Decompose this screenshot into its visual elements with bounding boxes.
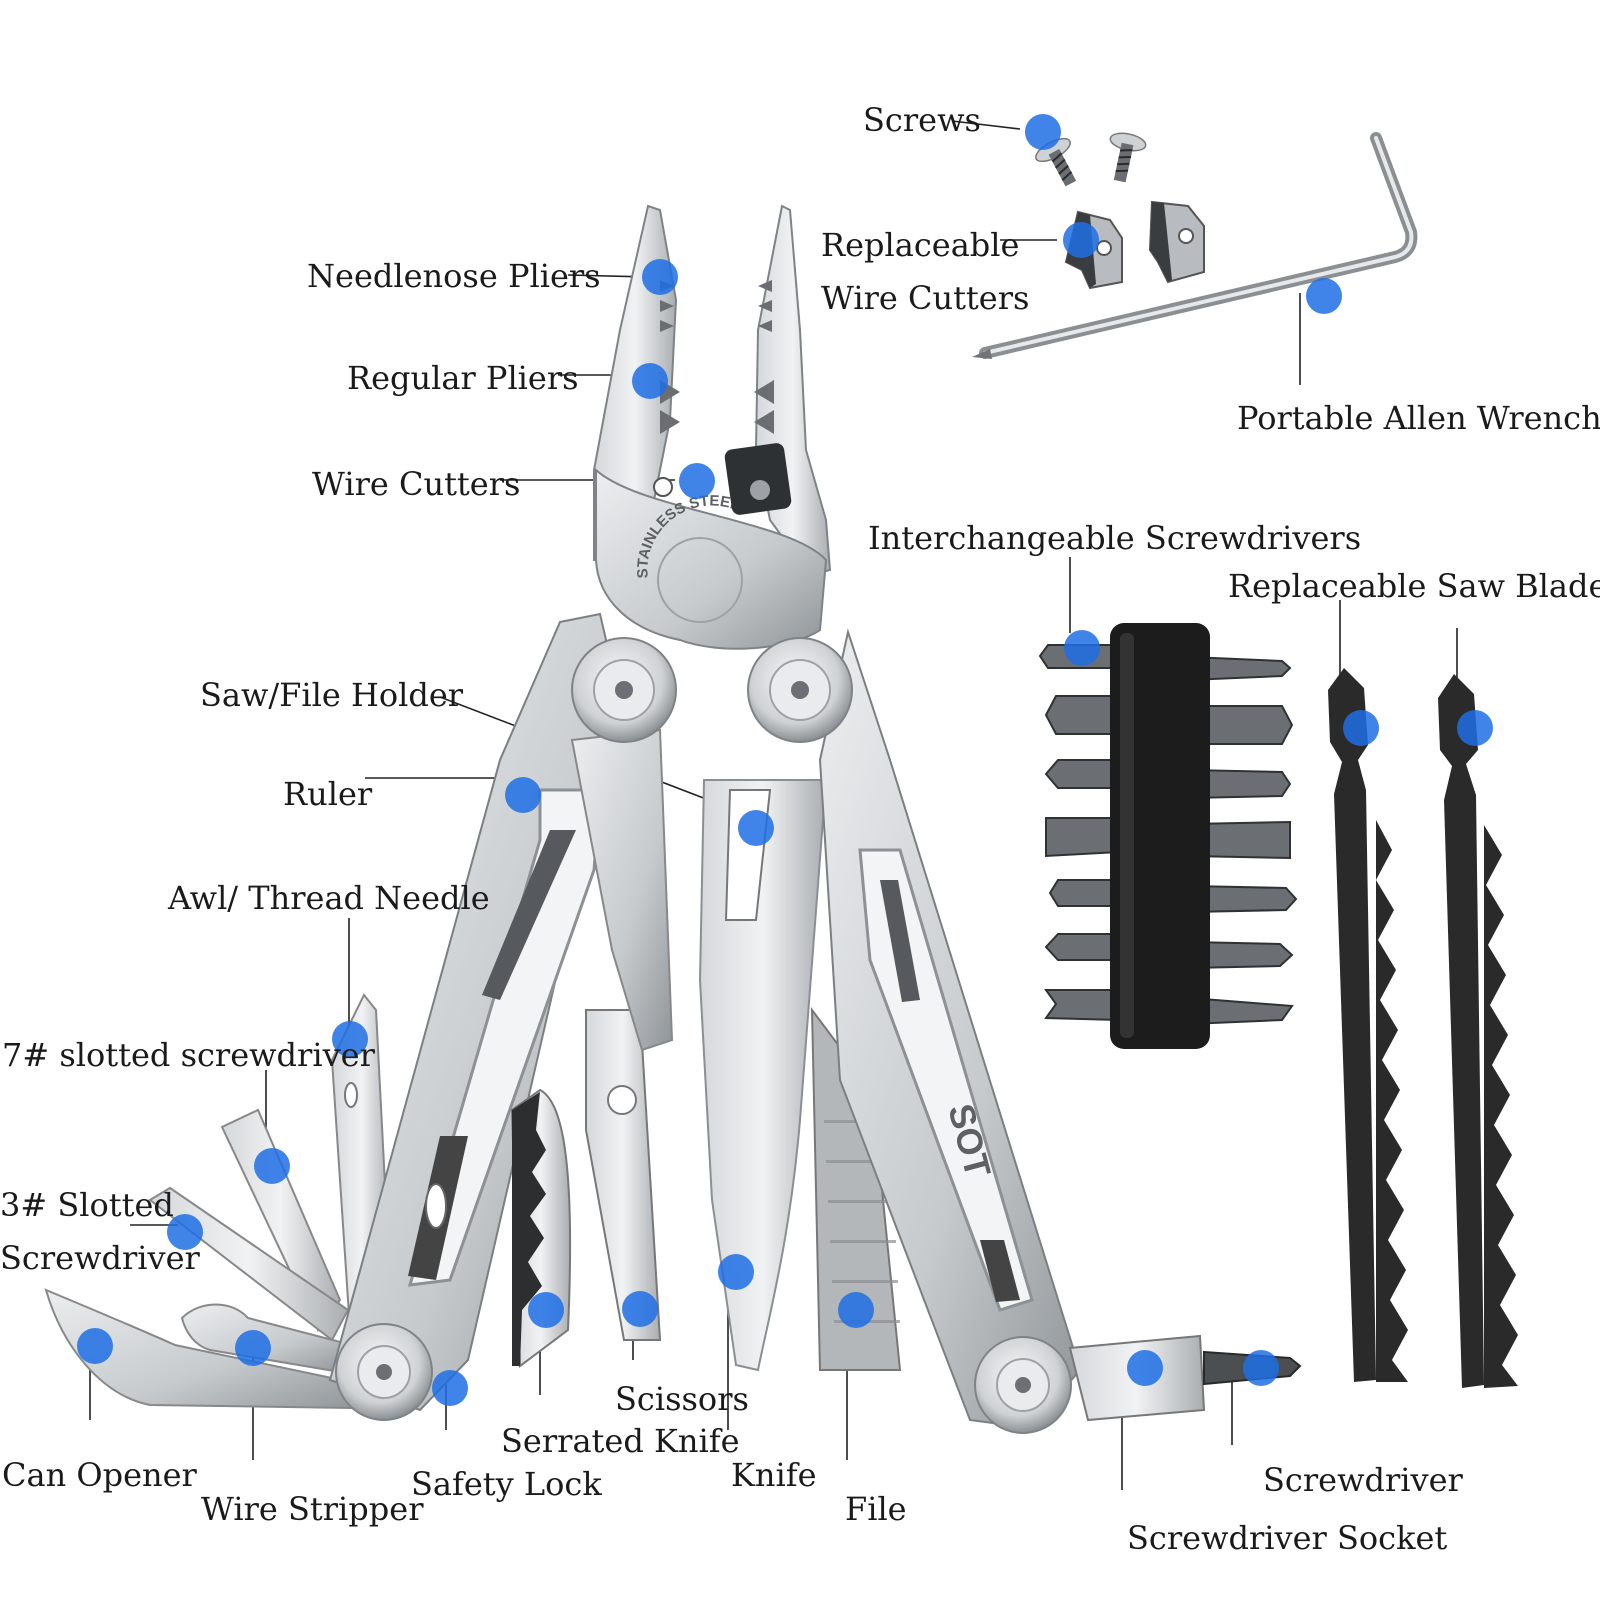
label-needlenose-pliers: Needlenose Pliers (307, 257, 601, 295)
marker-screwdriver[interactable] (1243, 1350, 1279, 1386)
label-knife: Knife (731, 1456, 817, 1494)
saw-blades-illustration (1328, 668, 1518, 1388)
label-screwdriver: Screwdriver (1263, 1461, 1463, 1499)
marker-screwdriver-socket[interactable] (1127, 1350, 1163, 1386)
markers (77, 114, 1493, 1406)
left-handle-illustration (328, 612, 622, 1412)
label-scissors: Scissors (615, 1380, 749, 1418)
label-slotted-3-line2: Screwdriver (0, 1239, 200, 1277)
label-replaceable-wire-cutters-line1: Replaceable (821, 226, 1020, 264)
label-slotted-7: 7# slotted screwdriver (2, 1036, 375, 1074)
label-serrated-knife: Serrated Knife (501, 1422, 740, 1460)
label-screwdriver-socket: Screwdriver Socket (1127, 1519, 1448, 1557)
marker-scissors[interactable] (622, 1291, 658, 1327)
pivot-screws-illustration (335, 637, 1072, 1434)
label-replaceable-saw-blades: Replaceable Saw Blades (1228, 567, 1600, 605)
label-screws: Screws (863, 101, 981, 139)
label-wire-cutters: Wire Cutters (312, 465, 521, 503)
marker-file[interactable] (838, 1292, 874, 1328)
middle-implements-illustration (510, 728, 902, 1372)
marker-can-opener-top[interactable] (167, 1214, 203, 1250)
marker-replaceable-wire-cutters[interactable] (1063, 222, 1099, 258)
allen-wrench-illustration (972, 132, 1418, 359)
marker-can-opener[interactable] (77, 1328, 113, 1364)
plier-head-illustration: STAINLESS STEEL (593, 204, 832, 650)
label-interchangeable-screwdrivers: Interchangeable Screwdrivers (868, 519, 1362, 557)
label-slotted-3-line1: 3# Slotted (0, 1186, 174, 1224)
marker-regular-pliers[interactable] (632, 363, 668, 399)
marker-wire-stripper[interactable] (235, 1330, 271, 1366)
label-file: File (845, 1490, 907, 1528)
marker-slotted-3[interactable] (254, 1148, 290, 1184)
label-ruler: Ruler (283, 775, 373, 813)
marker-screws[interactable] (1025, 114, 1061, 150)
marker-knife[interactable] (718, 1254, 754, 1290)
marker-saw-blade-1[interactable] (1343, 710, 1379, 746)
marker-serrated-knife[interactable] (528, 1292, 564, 1328)
label-can-opener: Can Opener (2, 1456, 197, 1494)
marker-ruler[interactable] (505, 777, 541, 813)
label-wire-stripper: Wire Stripper (201, 1490, 424, 1528)
label-regular-pliers: Regular Pliers (347, 359, 579, 397)
label-safety-lock: Safety Lock (411, 1465, 602, 1503)
marker-portable-allen-wrench[interactable] (1306, 278, 1342, 314)
marker-slotted-7[interactable] (332, 1021, 368, 1057)
marker-needlenose-pliers[interactable] (642, 259, 678, 295)
marker-safety-lock[interactable] (432, 1370, 468, 1406)
label-awl-thread-needle: Awl/ Thread Needle (168, 879, 490, 917)
marker-wire-cutters[interactable] (679, 463, 715, 499)
marker-saw-blade-2[interactable] (1457, 710, 1493, 746)
marker-interchangeable-screwdrivers[interactable] (1064, 630, 1100, 666)
label-saw-file-holder: Saw/File Holder (200, 676, 464, 714)
bit-holder-illustration (1038, 623, 1298, 1049)
label-portable-allen-wrench: Portable Allen Wrench (1237, 399, 1600, 437)
marker-saw-file-holder[interactable] (738, 810, 774, 846)
label-replaceable-wire-cutters-line2: Wire Cutters (821, 279, 1030, 317)
screws-illustration (1035, 132, 1147, 187)
